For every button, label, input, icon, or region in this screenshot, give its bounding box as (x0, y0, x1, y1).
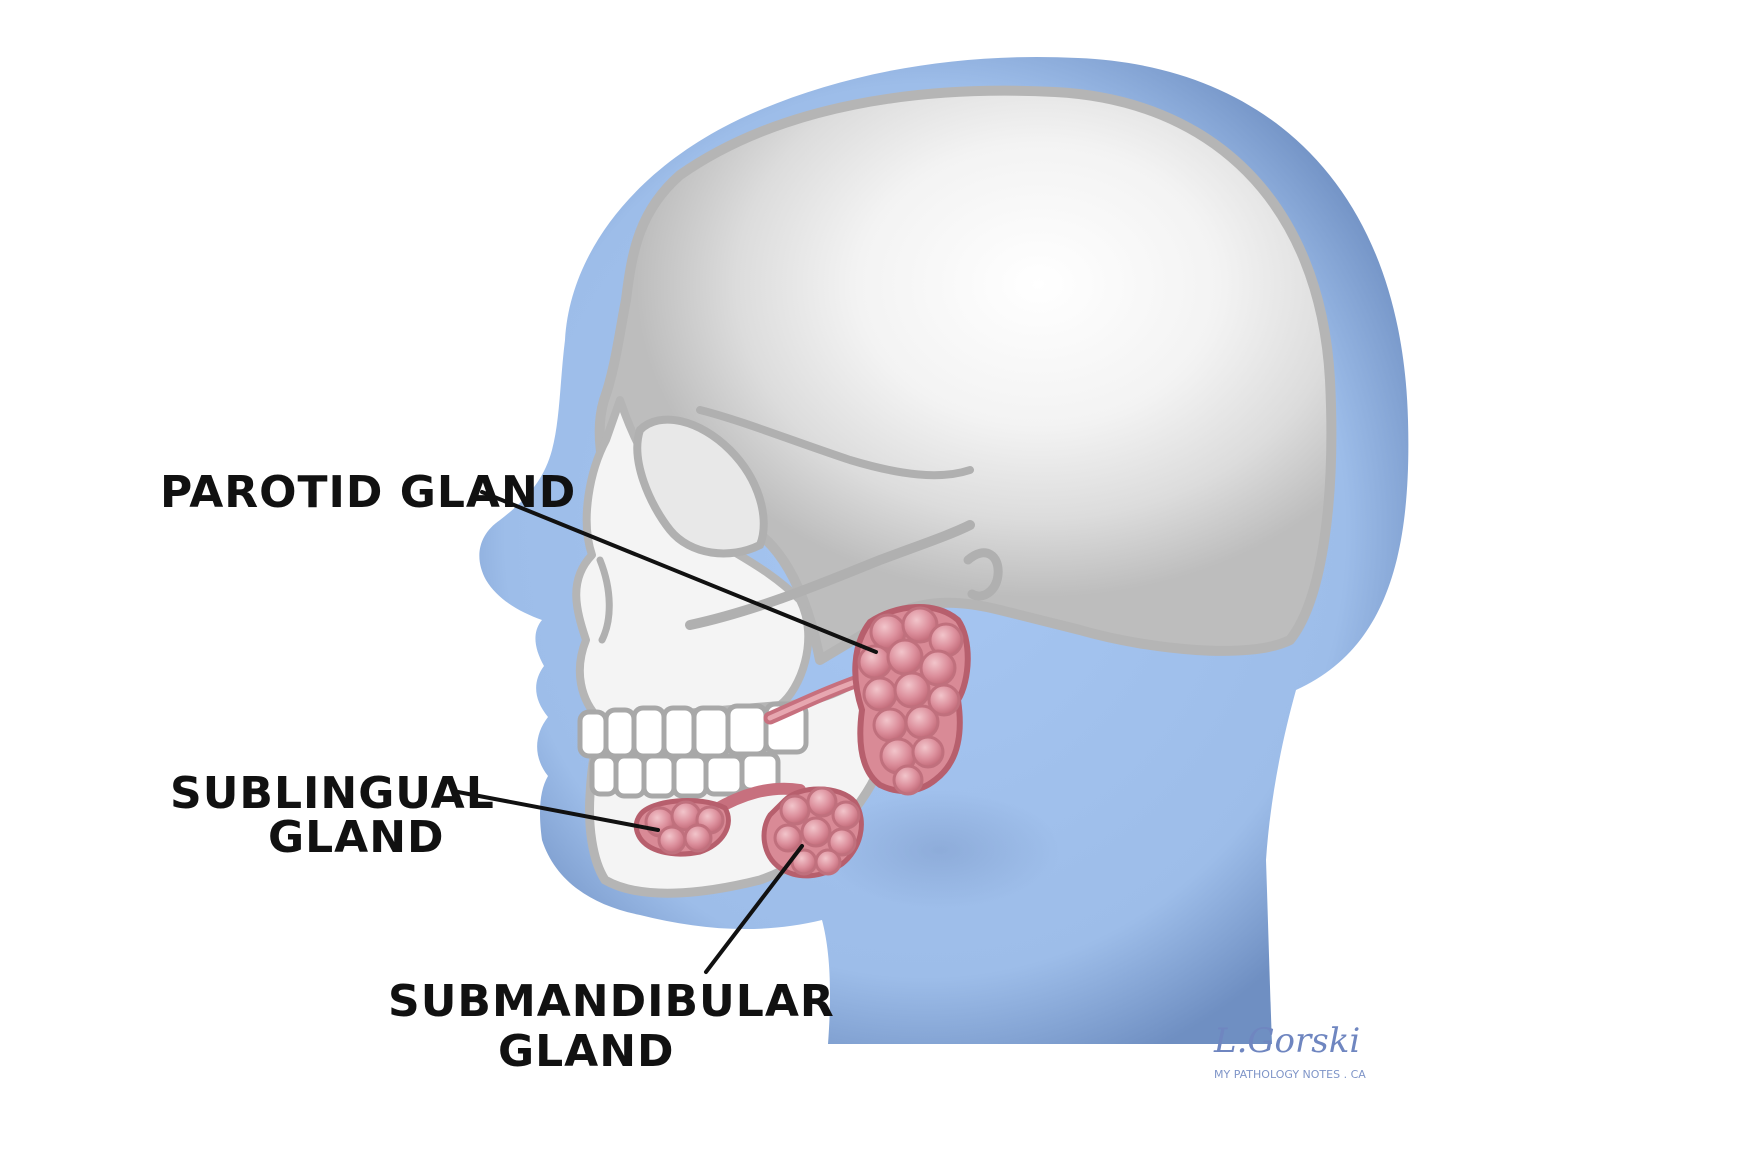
sublingual-gland-label-line1: SUBLINGUAL (170, 768, 495, 819)
parotid-gland-label: PAROTID GLAND (160, 467, 576, 518)
parotid-gland (852, 604, 971, 796)
sublingual-leader-line (456, 790, 660, 832)
artist-site: MY PATHOLOGY NOTES . CA (1214, 1068, 1366, 1081)
zygomatic-arch (685, 520, 975, 630)
upper-teeth (577, 701, 809, 759)
neck-shadow (820, 790, 1060, 910)
parotid-leader-line (480, 490, 878, 654)
submandibular-gland (761, 786, 864, 879)
sublingual-gland-label-line2: GLAND (268, 812, 445, 863)
submandibular-gland-label-line2: GLAND (498, 1026, 675, 1077)
nasal-aperture (596, 556, 613, 644)
lower-teeth (589, 751, 781, 799)
temporal-line (696, 406, 974, 480)
eye-orbit (633, 415, 768, 558)
ear-canal (963, 548, 1003, 601)
submandibular-gland-label-line1: SUBMANDIBULAR (388, 976, 835, 1027)
submandibular-leader-line (704, 844, 804, 974)
skull-cranium (594, 85, 1337, 665)
artist-signature: L.Gorski (1213, 1021, 1360, 1061)
